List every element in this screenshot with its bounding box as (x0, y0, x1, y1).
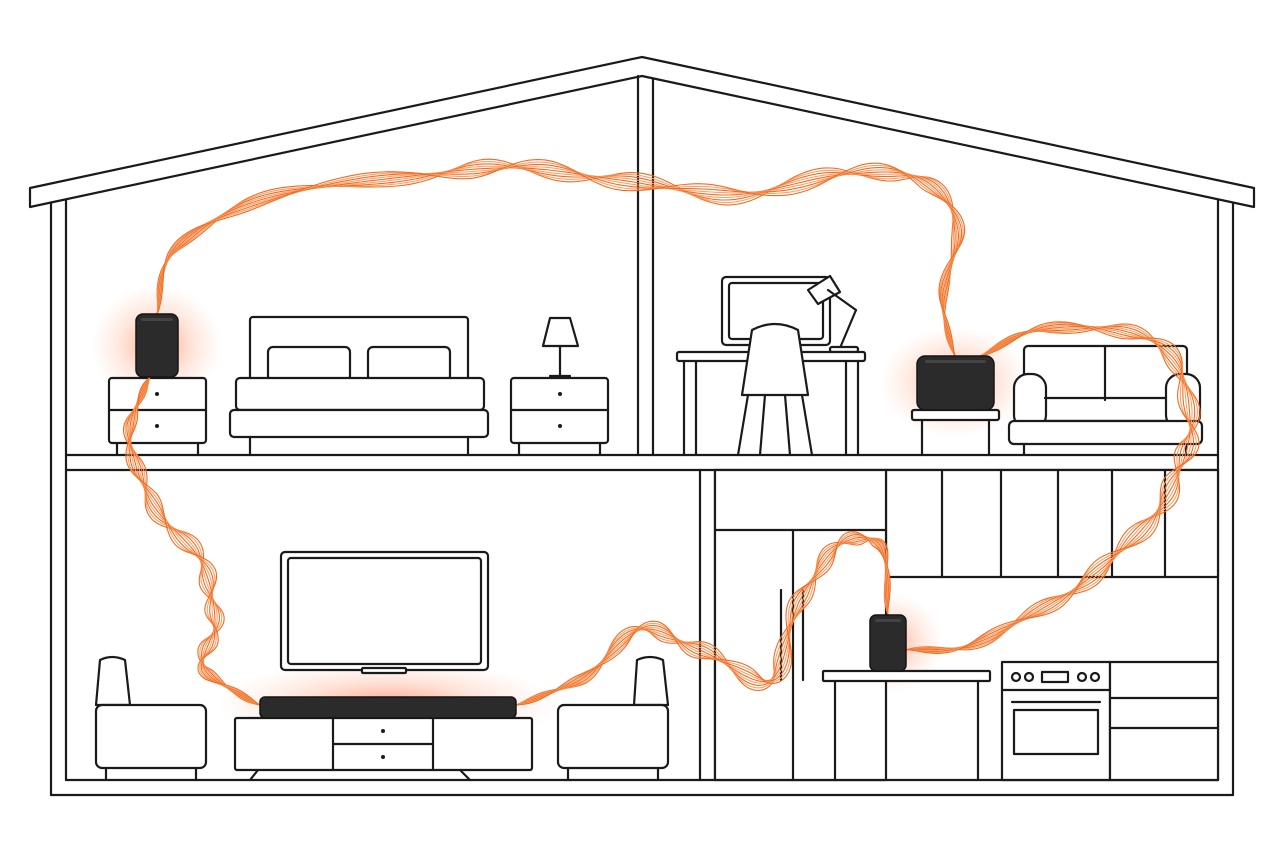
counter (821, 669, 992, 782)
tv-console (233, 716, 534, 782)
armchair-left (94, 655, 208, 782)
nightstand-right (509, 376, 610, 457)
living-room (94, 550, 670, 782)
nightstand-left (107, 376, 208, 457)
wave-soundbar-to-kitchen (515, 531, 891, 706)
speakers (135, 313, 995, 719)
armchair-right (556, 655, 670, 782)
sofa (1007, 344, 1204, 457)
wave-bedroom-to-soundbar (130, 376, 261, 706)
study (675, 274, 1204, 457)
wave-bedroom-to-soundbar (125, 376, 261, 706)
study-speaker (916, 355, 995, 411)
wave-bedroom-to-soundbar (129, 376, 261, 706)
sound-waves (122, 158, 1201, 706)
wave-soundbar-to-kitchen (515, 534, 890, 706)
wave-study-to-sofa (905, 323, 1195, 653)
roof-outer (28, 55, 1256, 209)
kitchen-speaker (869, 614, 907, 672)
wave-bedroom-to-study (156, 161, 964, 357)
wave-soundbar-to-kitchen (515, 532, 890, 706)
oven (1000, 660, 1112, 782)
bedroom-speaker (135, 313, 179, 378)
chair (736, 322, 814, 457)
lower-cabinets (1108, 660, 1220, 782)
tv (279, 550, 490, 675)
wave-bedroom-to-study (156, 159, 966, 357)
wave-bedroom-to-study (156, 163, 963, 357)
wave-study-to-sofa (905, 321, 1200, 654)
upper-cabinets (884, 468, 1220, 579)
bed (228, 315, 490, 457)
wave-bedroom-to-study (156, 166, 961, 357)
bedroom (107, 315, 610, 457)
soundbar (259, 696, 517, 719)
table-lamp (541, 316, 580, 378)
fridge (713, 468, 888, 782)
wave-study-to-sofa (905, 322, 1197, 653)
